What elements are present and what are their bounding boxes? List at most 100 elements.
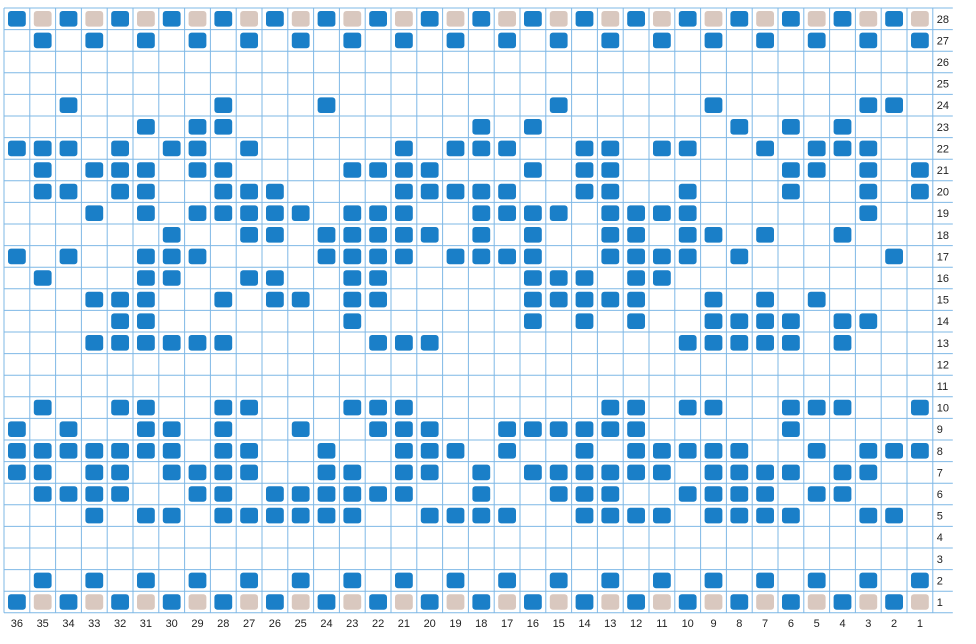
beige-stitch-r28-c1 — [911, 11, 929, 27]
blue-stitch-r9-c14 — [576, 421, 594, 437]
blue-stitch-r19-c16 — [524, 205, 542, 221]
blue-stitch-r9-c22 — [369, 421, 387, 437]
blue-stitch-r8-c19 — [447, 443, 465, 459]
blue-stitch-r18-c23 — [343, 227, 361, 243]
blue-stitch-r13-c9 — [705, 335, 723, 351]
col-label-14: 14 — [578, 618, 590, 630]
blue-stitch-r8-c9 — [705, 443, 723, 459]
blue-stitch-r20-c28 — [214, 184, 232, 200]
blue-stitch-r19-c18 — [472, 205, 490, 221]
blue-stitch-r6-c4 — [834, 486, 852, 502]
col-label-6: 6 — [788, 618, 794, 630]
blue-stitch-r27-c17 — [498, 33, 516, 49]
blue-stitch-r27-c5 — [808, 33, 826, 49]
blue-stitch-r2-c33 — [85, 573, 103, 589]
blue-stitch-r22-c27 — [240, 141, 258, 157]
blue-stitch-r28-c8 — [730, 11, 748, 27]
blue-stitch-r23-c18 — [472, 119, 490, 135]
blue-stitch-r1-c32 — [111, 594, 129, 610]
blue-stitch-r9-c15 — [550, 421, 568, 437]
blue-stitch-r2-c19 — [447, 573, 465, 589]
blue-stitch-r23-c4 — [834, 119, 852, 135]
blue-stitch-r8-c27 — [240, 443, 258, 459]
blue-stitch-r6-c5 — [808, 486, 826, 502]
blue-stitch-r17-c19 — [447, 249, 465, 265]
blue-stitch-r14-c14 — [576, 313, 594, 329]
blue-stitch-r13-c31 — [137, 335, 155, 351]
blue-stitch-r1-c4 — [834, 594, 852, 610]
blue-stitch-r6-c22 — [369, 486, 387, 502]
blue-stitch-r8-c21 — [395, 443, 413, 459]
blue-stitch-r19-c15 — [550, 205, 568, 221]
row-label-15: 15 — [937, 295, 949, 307]
blue-stitch-r2-c23 — [343, 573, 361, 589]
blue-stitch-r5-c8 — [730, 508, 748, 524]
blue-stitch-r19-c31 — [137, 205, 155, 221]
blue-stitch-r20-c13 — [601, 184, 619, 200]
blue-stitch-r21-c3 — [859, 162, 877, 178]
blue-stitch-r18-c9 — [705, 227, 723, 243]
blue-stitch-r28-c32 — [111, 11, 129, 27]
blue-stitch-r7-c14 — [576, 465, 594, 481]
blue-stitch-r1-c18 — [472, 594, 490, 610]
blue-stitch-r27-c29 — [189, 33, 207, 49]
col-label-36: 36 — [11, 618, 23, 630]
blue-stitch-r21-c16 — [524, 162, 542, 178]
row-label-7: 7 — [937, 467, 943, 479]
blue-stitch-r15-c32 — [111, 292, 129, 308]
blue-stitch-r2-c7 — [756, 573, 774, 589]
blue-stitch-r6-c23 — [343, 486, 361, 502]
blue-stitch-r18-c21 — [395, 227, 413, 243]
col-label-27: 27 — [243, 618, 255, 630]
blue-stitch-r20-c21 — [395, 184, 413, 200]
blue-stitch-r14-c31 — [137, 313, 155, 329]
blue-stitch-r13-c33 — [85, 335, 103, 351]
blue-stitch-r5-c23 — [343, 508, 361, 524]
col-label-28: 28 — [217, 618, 229, 630]
blue-stitch-r16-c23 — [343, 270, 361, 286]
blue-stitch-r17-c23 — [343, 249, 361, 265]
blue-stitch-r28-c36 — [8, 11, 26, 27]
row-label-10: 10 — [937, 403, 949, 415]
blue-stitch-r20-c32 — [111, 184, 129, 200]
blue-stitch-r5-c26 — [266, 508, 284, 524]
blue-stitch-r19-c27 — [240, 205, 258, 221]
blue-stitch-r27-c33 — [85, 33, 103, 49]
blue-stitch-r6-c9 — [705, 486, 723, 502]
blue-stitch-r7-c36 — [8, 465, 26, 481]
col-label-23: 23 — [346, 618, 358, 630]
blue-stitch-r7-c27 — [240, 465, 258, 481]
blue-stitch-r19-c21 — [395, 205, 413, 221]
blue-stitch-r5-c27 — [240, 508, 258, 524]
blue-stitch-r1-c34 — [60, 594, 78, 610]
blue-stitch-r10-c6 — [782, 400, 800, 416]
blue-stitch-r20-c19 — [447, 184, 465, 200]
blue-stitch-r18-c16 — [524, 227, 542, 243]
blue-stitch-r28-c18 — [472, 11, 490, 27]
blue-stitch-r19-c26 — [266, 205, 284, 221]
blue-stitch-r8-c8 — [730, 443, 748, 459]
blue-stitch-r22-c11 — [653, 141, 671, 157]
beige-stitch-r28-c5 — [808, 11, 826, 27]
blue-stitch-r22-c35 — [34, 141, 52, 157]
blue-stitch-r7-c13 — [601, 465, 619, 481]
beige-stitch-r1-c29 — [189, 594, 207, 610]
blue-stitch-r28-c22 — [369, 11, 387, 27]
blue-stitch-r14-c6 — [782, 313, 800, 329]
col-label-8: 8 — [736, 618, 742, 630]
blue-stitch-r9-c34 — [60, 421, 78, 437]
blue-stitch-r17-c22 — [369, 249, 387, 265]
blue-stitch-r27-c13 — [601, 33, 619, 49]
col-label-5: 5 — [814, 618, 820, 630]
blue-stitch-r10-c32 — [111, 400, 129, 416]
blue-stitch-r13-c28 — [214, 335, 232, 351]
blue-stitch-r10-c22 — [369, 400, 387, 416]
blue-stitch-r6-c7 — [756, 486, 774, 502]
blue-stitch-r19-c22 — [369, 205, 387, 221]
blue-stitch-r17-c30 — [163, 249, 181, 265]
blue-stitch-r14-c4 — [834, 313, 852, 329]
blue-stitch-r18-c13 — [601, 227, 619, 243]
blue-stitch-r15-c22 — [369, 292, 387, 308]
blue-stitch-r8-c14 — [576, 443, 594, 459]
beige-stitch-r1-c35 — [34, 594, 52, 610]
